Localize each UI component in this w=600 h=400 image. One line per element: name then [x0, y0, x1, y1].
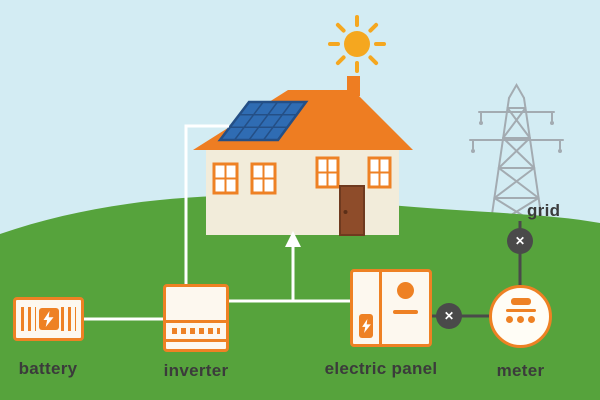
battery-box [13, 297, 84, 341]
meter-dial [489, 285, 552, 348]
house [193, 76, 413, 236]
inverter-box [163, 284, 229, 352]
battery-terminal-stripes [21, 307, 36, 331]
grid-label: grid [527, 201, 561, 220]
sun-icon [328, 15, 386, 73]
panel-slot [393, 310, 418, 314]
panel-dial [397, 282, 414, 299]
connection-node-panel-meter: ✕ [436, 303, 462, 329]
meter-label: meter [496, 361, 545, 380]
grass-hill [0, 195, 600, 400]
door [339, 185, 365, 236]
lightning-icon [359, 314, 373, 338]
meter-dot [506, 316, 513, 323]
transmission-tower-icon [469, 82, 564, 229]
battery-terminal-stripes [61, 307, 76, 331]
inverter-vents [172, 328, 220, 334]
meter-dot [528, 316, 535, 323]
panel-divider [379, 272, 382, 344]
white-wires [84, 124, 350, 321]
inverter-line [166, 339, 226, 342]
electric-panel-label: electric panel [324, 359, 438, 378]
connection-node-grid: ✕ [507, 228, 533, 254]
inverter-label: inverter [163, 361, 229, 380]
meter-dot [517, 316, 524, 323]
wire-inverter-solar [184, 124, 229, 284]
solar-panel [217, 100, 309, 142]
electric-panel-box [350, 269, 432, 347]
meter-dots [506, 316, 535, 323]
battery-label: battery [18, 359, 78, 378]
meter-line [505, 309, 536, 312]
arrow-up-icon [285, 231, 301, 247]
inverter-line [166, 320, 226, 323]
lightning-icon [38, 308, 59, 330]
windows [212, 156, 392, 195]
meter-display [510, 298, 531, 305]
